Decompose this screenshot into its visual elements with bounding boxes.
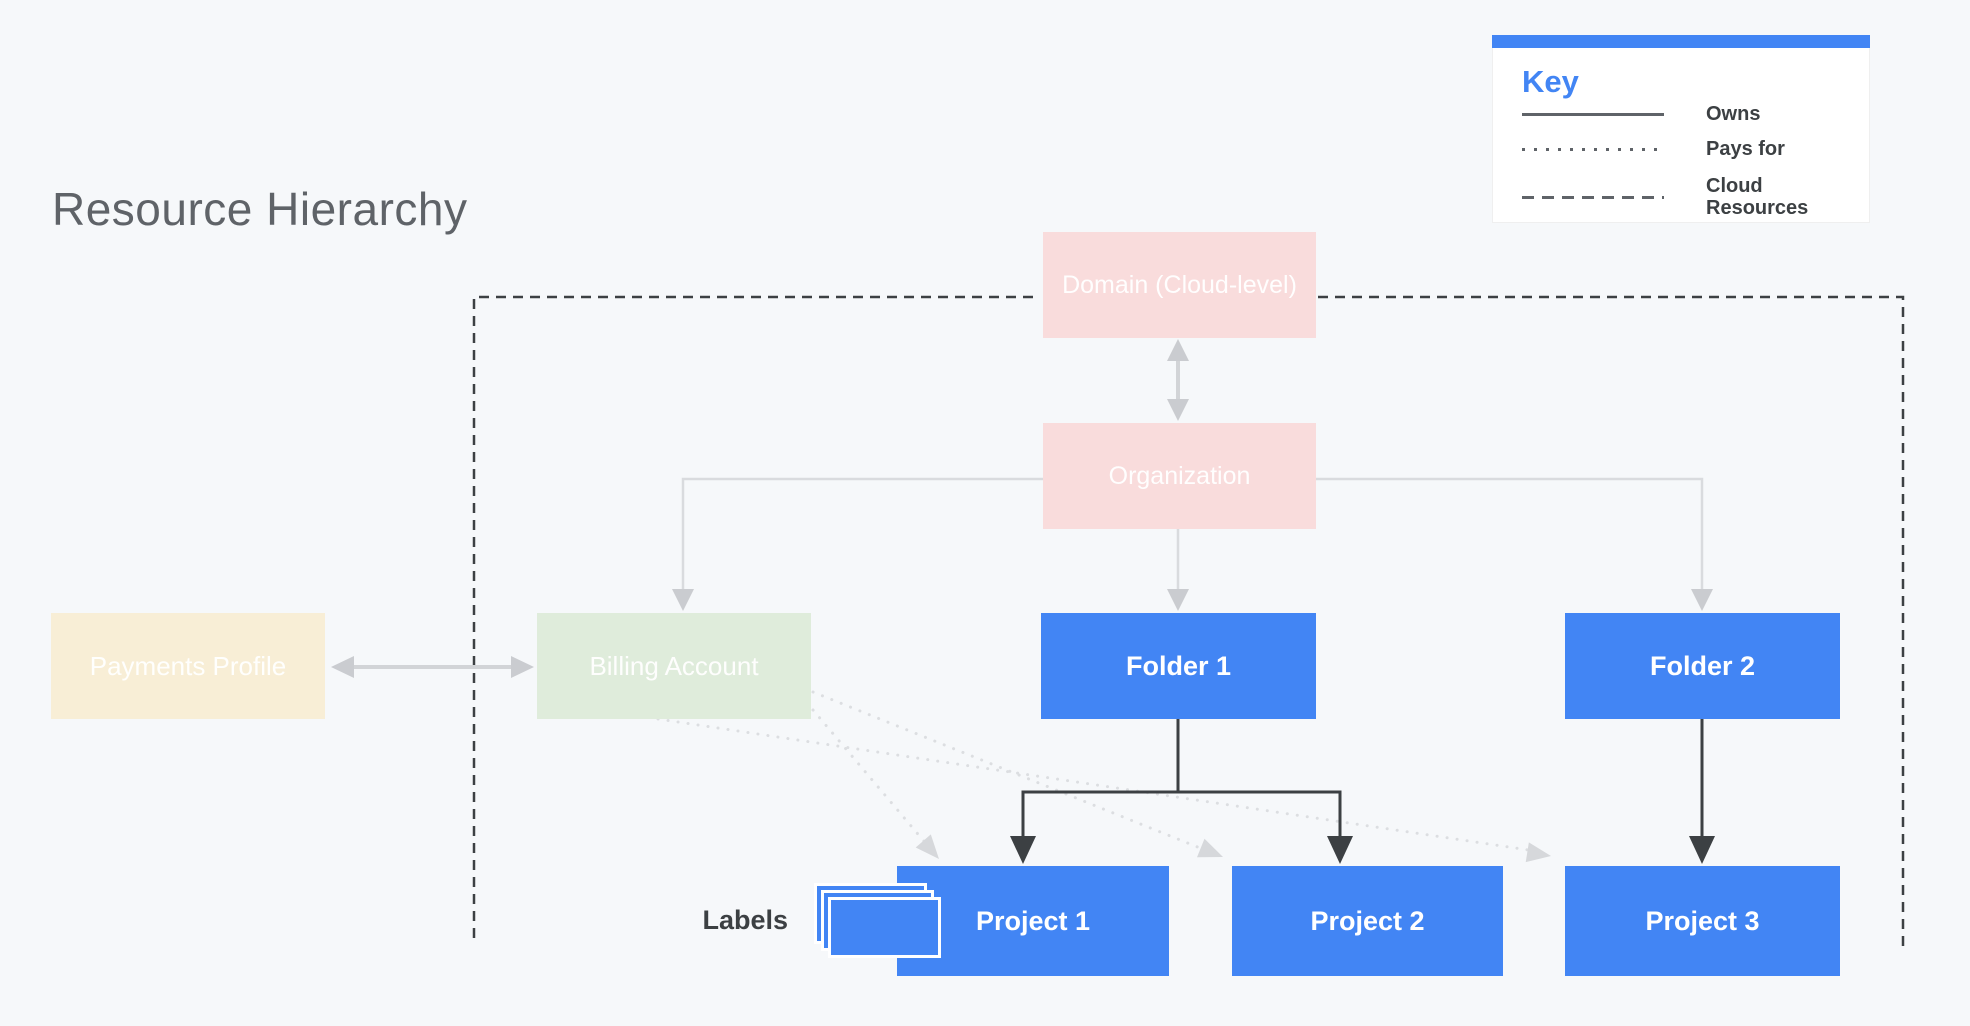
billing-pays-for-lines (656, 690, 1537, 853)
legend-label-cloud-resources: Cloud Resources (1706, 175, 1809, 219)
legend-label-pays-for: Pays for (1706, 138, 1785, 160)
legend-row-owns: Owns (1522, 103, 1831, 125)
legend-body: Key Owns Pays for Cloud Resources (1492, 48, 1870, 223)
node-billing-account: Billing Account (537, 613, 811, 719)
node-billing-account-label: Billing Account (589, 650, 759, 681)
legend-label-owns: Owns (1706, 103, 1761, 125)
labels-stack-icon (814, 883, 946, 963)
node-project-1: Project 1 (897, 866, 1169, 976)
solid-line-sample (1522, 112, 1664, 116)
folder-owns-lines (1021, 719, 1704, 837)
payments-billing-arrow (331, 656, 534, 678)
legend-row-cloud-resources: Cloud Resources (1522, 175, 1831, 219)
node-folder-1-label: Folder 1 (1125, 650, 1232, 681)
legend-key-panel: Key Owns Pays for Cloud Resources (1492, 35, 1870, 223)
node-payments-profile-label: Payments Profile (89, 650, 287, 681)
node-project-3: Project 3 (1565, 866, 1840, 976)
organization-owns-lines (681, 477, 1704, 590)
legend-heading: Key (1522, 64, 1579, 99)
label-card-front (828, 897, 941, 958)
legend-accent-bar (1492, 35, 1870, 48)
folder-owns-arrowheads (1010, 836, 1715, 864)
legend-row-pays-for: Pays for (1522, 138, 1831, 160)
labels-caption: Labels (702, 905, 788, 935)
node-organization: Organization (1043, 423, 1316, 529)
node-project-2: Project 2 (1232, 866, 1503, 976)
node-folder-2: Folder 2 (1565, 613, 1840, 719)
node-folder-1: Folder 1 (1041, 613, 1316, 719)
node-folder-2-label: Folder 2 (1649, 650, 1756, 681)
page-title: Resource Hierarchy (52, 183, 468, 235)
node-domain: Domain (Cloud-level) (1043, 232, 1316, 338)
node-payments-profile: Payments Profile (51, 613, 325, 719)
node-project-3-label: Project 3 (1645, 905, 1760, 936)
cloud-resources-boundary (472, 295, 1905, 950)
domain-organization-arrow (1167, 339, 1189, 421)
dashed-line-sample (1522, 195, 1664, 199)
billing-pays-for-arrowheads (915, 834, 1551, 863)
organization-owns-arrowheads (672, 589, 1713, 611)
node-organization-label: Organization (1108, 461, 1251, 490)
dotted-line-sample (1522, 147, 1664, 151)
node-project-1-label: Project 1 (975, 905, 1091, 936)
node-project-2-label: Project 2 (1310, 905, 1425, 936)
node-domain-label: Domain (Cloud-level) (1062, 270, 1297, 299)
